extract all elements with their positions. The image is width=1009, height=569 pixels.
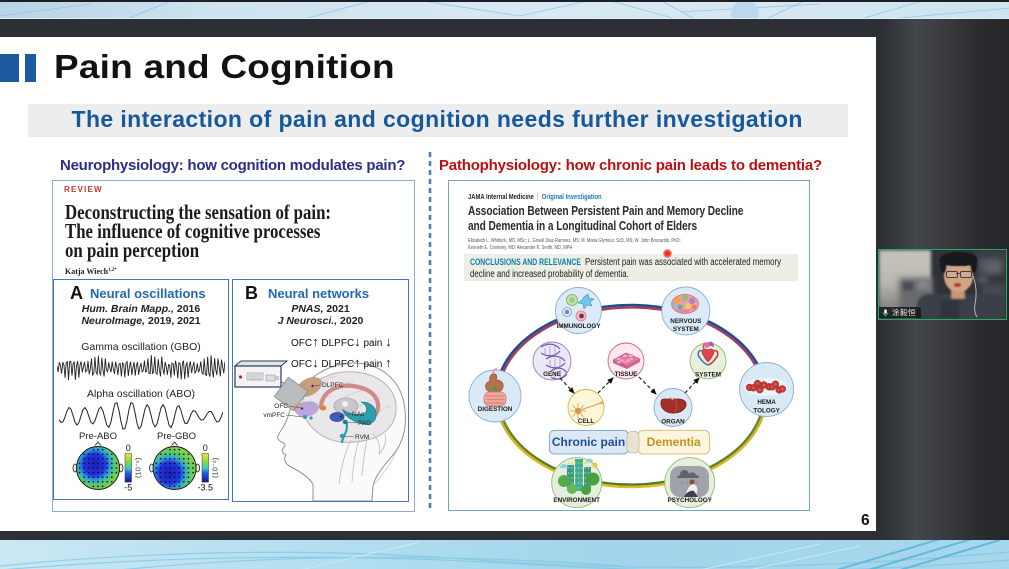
svg-text:vmPFC: vmPFC [263, 412, 285, 419]
svg-text:ENVIRONMENT: ENVIRONMENT [553, 497, 600, 504]
svg-text:PSYCHOLOGY: PSYCHOLOGY [667, 497, 712, 504]
svg-text:PAG: PAG [358, 420, 371, 427]
svg-text:NERVOUS: NERVOUS [670, 318, 701, 325]
svg-text:RVM: RVM [355, 434, 369, 441]
svg-text:0: 0 [126, 443, 131, 453]
svg-text:-5: -5 [124, 483, 132, 493]
svg-text:GENE: GENE [543, 371, 561, 378]
svg-text:IMMUNOLOGY: IMMUNOLOGY [556, 323, 601, 330]
svg-text:Dementia: Dementia [647, 435, 701, 449]
svg-text:OFC: OFC [274, 403, 288, 410]
svg-text:NAc: NAc [352, 411, 365, 418]
svg-text:HEMA: HEMA [757, 399, 776, 406]
svg-text:TOLOGY: TOLOGY [753, 408, 780, 415]
svg-text:Chronic pain: Chronic pain [552, 435, 625, 449]
svg-text:ORGAN: ORGAN [661, 419, 685, 426]
svg-text:SYSTEM: SYSTEM [695, 372, 721, 379]
svg-text:DIGESTION: DIGESTION [478, 406, 513, 413]
svg-text:SYSTEM: SYSTEM [673, 326, 699, 333]
svg-text:0: 0 [203, 443, 208, 453]
svg-text:(10⁻⁵): (10⁻⁵) [134, 457, 143, 478]
svg-text:-3.5: -3.5 [197, 483, 213, 493]
svg-text:(10⁻⁵): (10⁻⁵) [211, 457, 220, 478]
svg-text:CELL: CELL [578, 418, 595, 425]
svg-text:TISSUE: TISSUE [615, 371, 638, 378]
svg-text:DLPFC: DLPFC [322, 382, 344, 389]
